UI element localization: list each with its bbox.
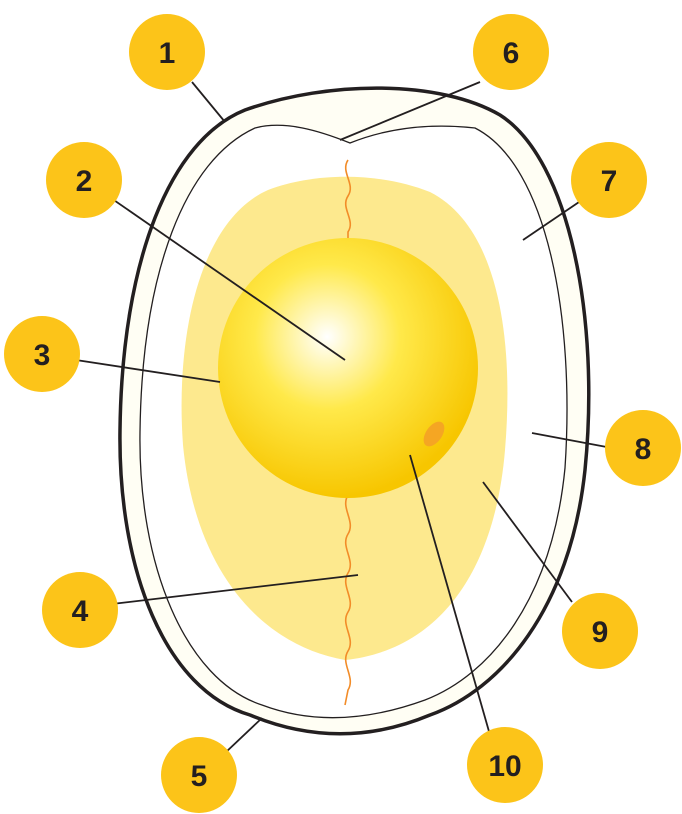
marker-10: 10 [467, 727, 543, 803]
marker-5: 5 [161, 737, 237, 813]
marker-label-10: 10 [488, 750, 521, 783]
leader-line-5 [225, 718, 262, 753]
marker-label-9: 9 [592, 616, 609, 649]
marker-1: 1 [129, 14, 205, 90]
marker-7: 7 [571, 142, 647, 218]
marker-label-8: 8 [635, 433, 652, 466]
marker-label-6: 6 [503, 37, 520, 70]
marker-4: 4 [42, 572, 118, 648]
marker-8: 8 [605, 410, 681, 486]
marker-label-7: 7 [601, 165, 618, 198]
marker-6: 6 [473, 14, 549, 90]
marker-3: 3 [4, 316, 80, 392]
marker-2: 2 [46, 142, 122, 218]
yolk [218, 238, 478, 498]
leader-line-1 [192, 82, 225, 122]
marker-label-5: 5 [191, 760, 208, 793]
marker-label-2: 2 [76, 165, 93, 198]
marker-label-4: 4 [72, 595, 89, 628]
marker-label-3: 3 [34, 339, 51, 372]
marker-label-1: 1 [159, 37, 176, 70]
marker-9: 9 [562, 593, 638, 669]
